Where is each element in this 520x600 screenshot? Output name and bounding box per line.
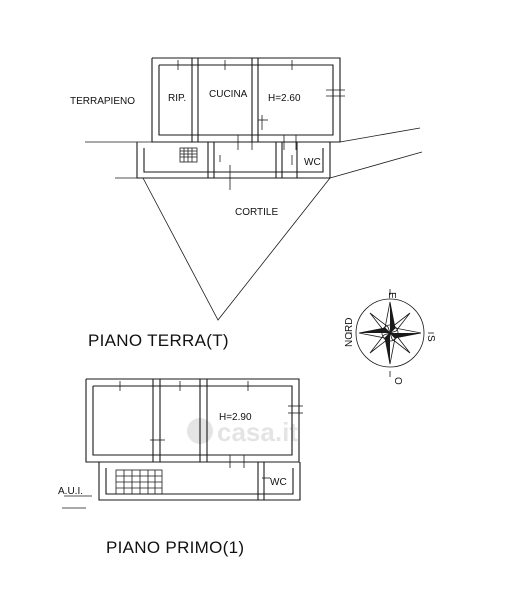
first-wc-label: WC: [270, 477, 287, 488]
compass-south-label: S: [425, 335, 436, 342]
aui-label: A.U.I.: [58, 486, 83, 497]
ground-floor-title: PIANO TERRA(T): [88, 331, 229, 350]
first-floor-plan: H=2.90 WC A.U.I. PIANO PRIMO(1): [58, 378, 303, 557]
compass-north-label: NORD: [344, 318, 355, 347]
terrapieno-label: TERRAPIENO: [70, 96, 135, 107]
first-floor-title: PIANO PRIMO(1): [106, 538, 244, 557]
kitchen-label: CUCINA: [209, 89, 248, 100]
ground-stair: [179, 147, 198, 163]
courtyard-label: CORTILE: [235, 207, 278, 218]
ground-height-label: H=2.60: [268, 93, 301, 104]
first-floor-stair: [115, 469, 163, 495]
watermark-text: casa.it: [217, 417, 298, 447]
ground-wc-label: WC: [304, 157, 321, 168]
first-height-label: H=2.90: [219, 412, 252, 423]
compass-west-label: O: [392, 377, 403, 385]
compass-east-label: E: [386, 292, 397, 299]
ground-floor-plan: TERRAPIENO RIP. CUCINA H=2.60 WC CORTILE…: [70, 57, 423, 350]
storage-label: RIP.: [168, 93, 186, 104]
compass-rose: NORD E S O: [344, 289, 436, 385]
